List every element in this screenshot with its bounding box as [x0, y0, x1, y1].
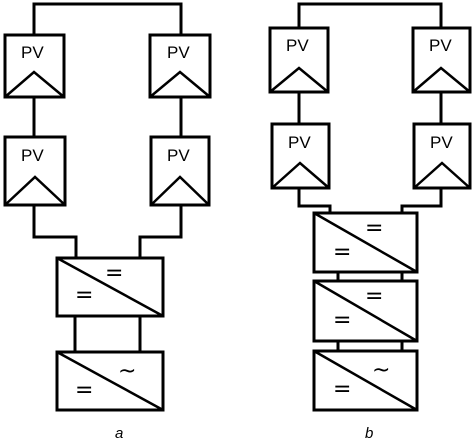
pv-module: PV	[411, 26, 472, 94]
svg-text:~: ~	[372, 358, 390, 383]
pv-module: PV	[270, 122, 331, 190]
svg-text:=: =	[365, 216, 383, 241]
svg-text:=: =	[365, 284, 383, 309]
pv-module: PV	[3, 135, 67, 207]
wire-right-to-converter-a	[138, 205, 183, 258]
svg-text:PV: PV	[167, 43, 190, 62]
svg-text:=: =	[105, 261, 123, 286]
svg-text:PV: PV	[430, 133, 453, 152]
dc-ac-inverter: ~ =	[312, 349, 419, 412]
svg-text:=: =	[333, 308, 351, 333]
svg-text:PV: PV	[167, 146, 190, 165]
svg-text:PV: PV	[21, 43, 44, 62]
svg-text:=: =	[333, 377, 351, 402]
caption-b: b	[365, 425, 373, 442]
wire-left-to-converter-b	[297, 188, 332, 213]
wire-left-to-converter-a	[32, 205, 78, 258]
dc-dc-converter: = =	[312, 211, 419, 274]
wire-right-to-converter-b	[400, 188, 443, 213]
svg-text:=: =	[333, 240, 351, 265]
diagram-a: PV PV PV PV = = ~	[3, 2, 212, 442]
dc-ac-inverter: ~ =	[55, 350, 165, 412]
svg-text:~: ~	[118, 359, 136, 384]
pv-module: PV	[268, 26, 330, 94]
svg-text:=: =	[75, 283, 93, 308]
dc-dc-converter: = =	[312, 279, 419, 343]
pv-module: PV	[149, 135, 211, 207]
caption-a: a	[115, 425, 123, 442]
svg-text:PV: PV	[288, 133, 311, 152]
wire-top-loop-a	[32, 2, 183, 35]
pv-module: PV	[3, 33, 66, 99]
diagram-b: PV PV PV PV = = =	[268, 2, 472, 442]
dc-dc-converter: = =	[55, 256, 165, 318]
svg-text:=: =	[75, 378, 93, 403]
pv-module: PV	[412, 122, 472, 190]
wire-top-loop-b	[297, 2, 443, 28]
svg-text:PV: PV	[286, 36, 309, 55]
svg-text:PV: PV	[21, 146, 44, 165]
pv-module: PV	[148, 33, 212, 99]
svg-text:PV: PV	[429, 36, 452, 55]
